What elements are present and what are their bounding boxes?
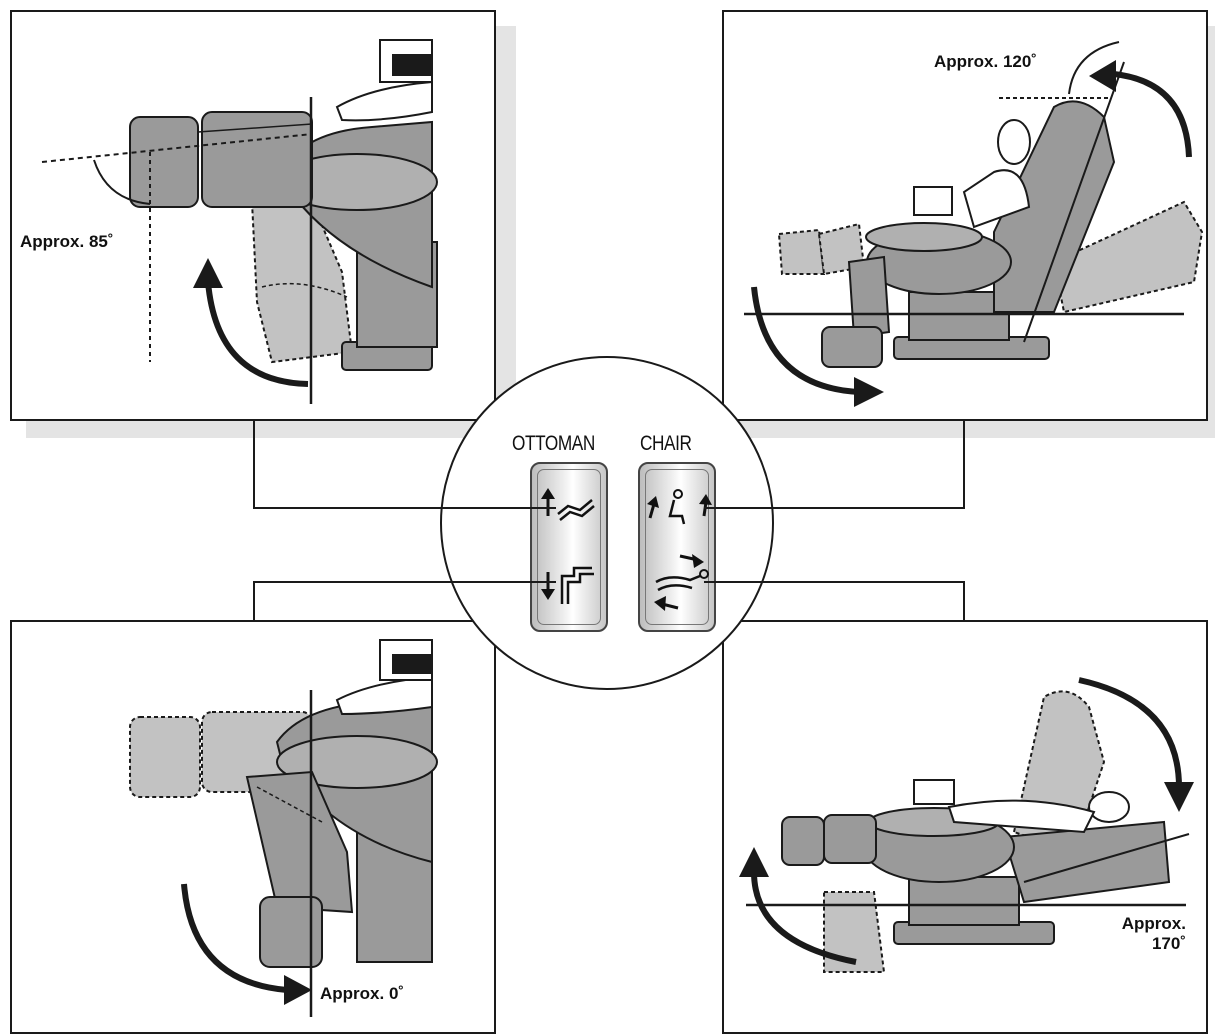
chair-flat-illustration xyxy=(739,677,1194,973)
angle-label-170-line2: 170˚ xyxy=(1151,934,1186,953)
control-panel-callout: OTTOMAN CHAIR xyxy=(440,356,774,690)
chair-reclined-illustration xyxy=(744,41,1204,407)
panel-ottoman-down: Approx. 0˚ xyxy=(10,620,496,1034)
ottoman-button-panel xyxy=(530,462,608,632)
ottoman-up-icon xyxy=(541,488,595,521)
ottoman-title: OTTOMAN xyxy=(512,432,595,455)
panel-chair-recline-120: Approx. 120˚ xyxy=(722,10,1208,421)
angle-label-170: Approx. 170˚ xyxy=(1122,914,1186,954)
chair-upright-icon xyxy=(647,489,712,525)
angle-label-85: Approx. 85˚ xyxy=(20,232,114,251)
chair-recline-icon xyxy=(654,554,709,611)
chair-recline-button[interactable] xyxy=(654,554,709,611)
ottoman-down-icon xyxy=(541,566,594,604)
ottoman-down-button[interactable] xyxy=(541,566,594,604)
panel-ottoman-up: Approx. 85˚ xyxy=(10,10,496,421)
chair-title: CHAIR xyxy=(640,432,692,455)
chair-button-panel xyxy=(638,462,716,632)
ottoman-raised-illustration xyxy=(41,39,438,404)
ottoman-up-button[interactable] xyxy=(541,488,595,521)
chair-upright-button[interactable] xyxy=(647,489,712,525)
ottoman-lowered-illustration xyxy=(129,639,438,1017)
angle-label-0: Approx. 0˚ xyxy=(320,984,405,1003)
angle-label-170-line1: Approx. xyxy=(1121,914,1186,933)
panel-chair-flat-170: Approx. 170˚ xyxy=(722,620,1208,1034)
angle-label-120: Approx. 120˚ xyxy=(934,52,1037,71)
